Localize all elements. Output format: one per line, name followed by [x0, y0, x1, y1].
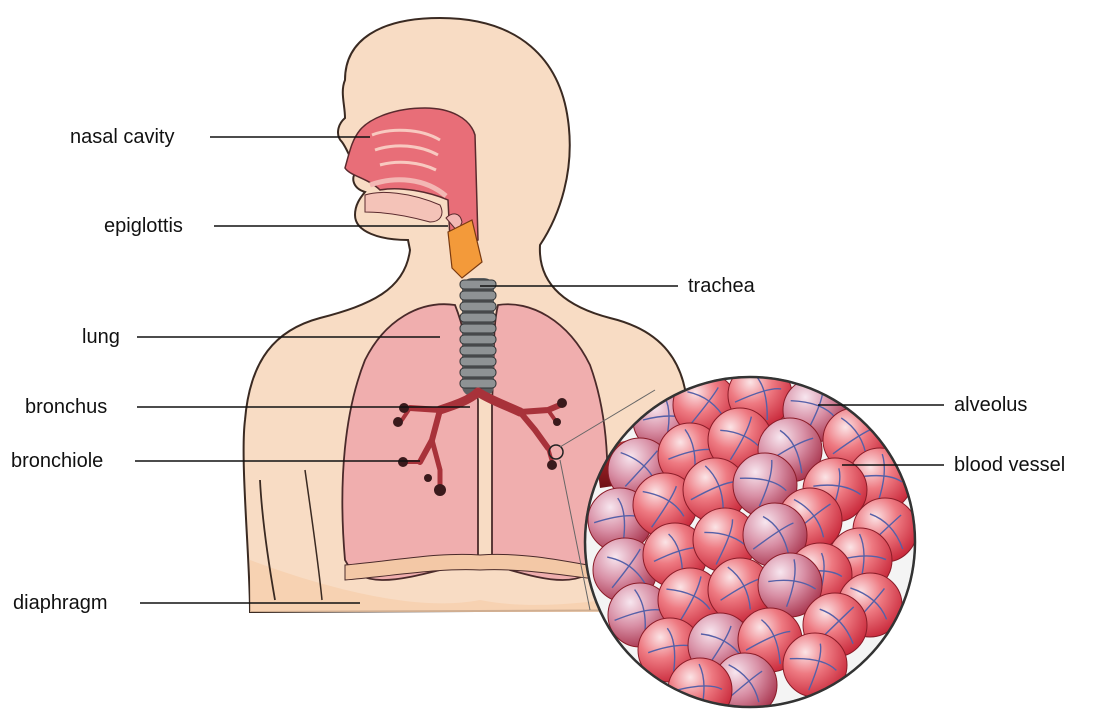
trachea-shape	[460, 278, 496, 396]
label-bronchus: bronchus	[25, 395, 107, 419]
label-nasal-cavity: nasal cavity	[70, 125, 175, 149]
alveolus-sac	[783, 633, 847, 697]
label-blood-vessel: blood vessel	[954, 453, 1065, 477]
label-bronchiole: bronchiole	[11, 449, 103, 473]
label-epiglottis: epiglottis	[104, 214, 183, 238]
label-lung: lung	[82, 325, 120, 349]
label-trachea: trachea	[688, 274, 755, 298]
label-diaphragm: diaphragm	[13, 591, 108, 615]
label-alveolus: alveolus	[954, 393, 1027, 417]
